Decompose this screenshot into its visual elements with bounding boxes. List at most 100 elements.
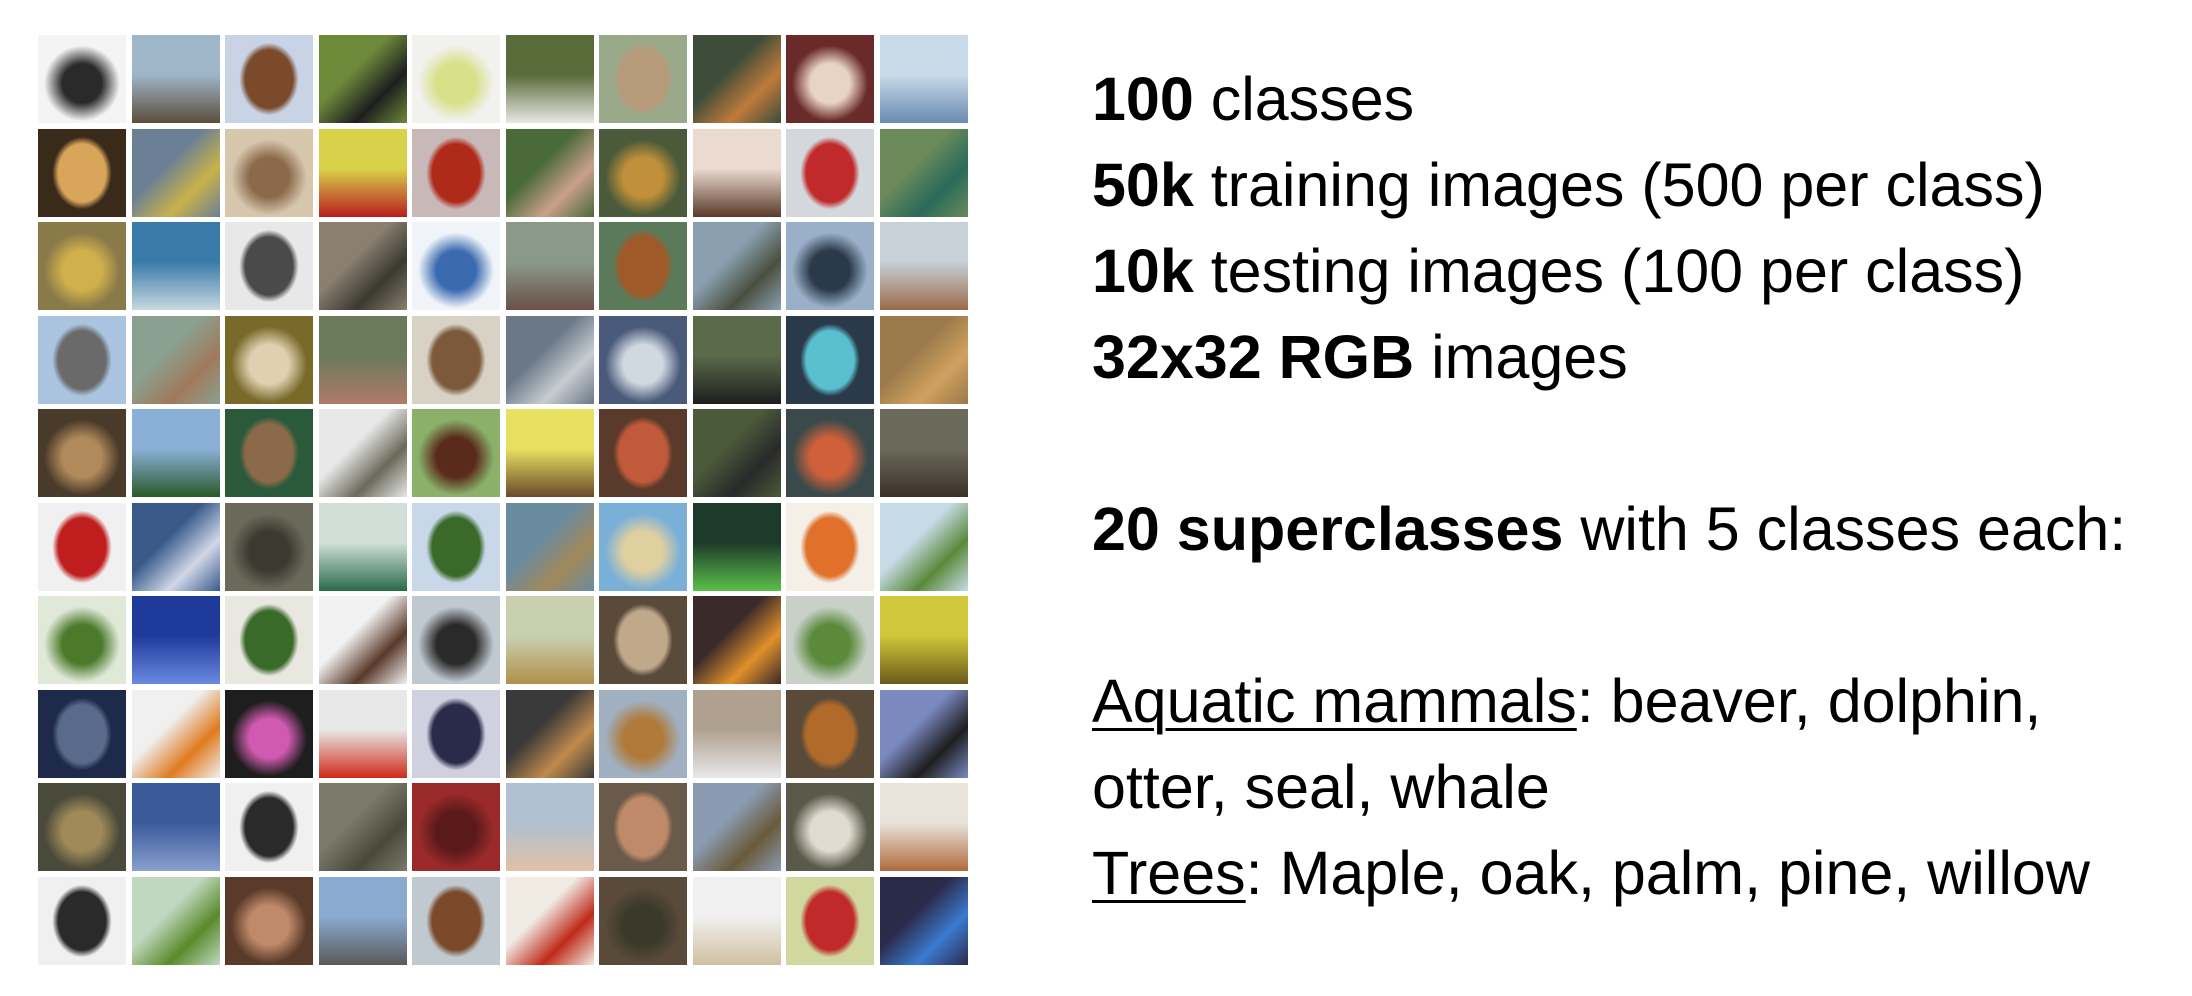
training-line: 50k training images (500 per class): [1092, 142, 2172, 228]
reflection-thumbnail: [131, 35, 220, 123]
aquatic-mammals-heading: Aquatic mammals: [1092, 667, 1577, 735]
skunk-3-thumbnail: [225, 783, 313, 871]
streetcar-thumbnail: [786, 128, 874, 217]
tree-thumbnail: [412, 502, 500, 591]
globe-monitor-thumbnail: [879, 876, 968, 965]
gorilla-thumbnail: [692, 409, 781, 497]
people-thumbnail: [505, 128, 594, 217]
classes-line: 100 classes: [1092, 56, 2172, 142]
can-thumbnail: [412, 222, 500, 310]
keyboard-thumbnail: [225, 222, 313, 310]
mushroom-thumbnail: [318, 315, 407, 404]
apples-2-thumbnail: [505, 876, 594, 965]
bed-2-thumbnail: [692, 876, 781, 965]
resolution-value: 32x32 RGB: [1092, 323, 1415, 391]
bus-thumbnail: [505, 315, 594, 404]
road-thumbnail: [38, 315, 126, 404]
baby-thumbnail: [505, 783, 594, 871]
pine-thumbnail: [131, 409, 220, 497]
sunflower-thumbnail: [879, 596, 968, 684]
oak-thumbnail: [879, 502, 968, 591]
oak-2-thumbnail: [131, 876, 220, 965]
castle-2-thumbnail: [692, 783, 781, 871]
lawnmower-thumbnail: [131, 689, 220, 778]
testing-line: 10k testing images (100 per class): [1092, 228, 2172, 314]
raccoon-thumbnail: [225, 502, 313, 591]
girl-thumbnail: [692, 128, 781, 217]
sunset-thumbnail: [38, 128, 126, 217]
testing-count: 10k: [1092, 237, 1194, 305]
television-thumbnail: [412, 315, 500, 404]
crab-thumbnail: [599, 409, 687, 497]
maple-thumbnail: [225, 596, 313, 684]
shark-thumbnail: [131, 222, 220, 310]
bowl-thumbnail: [318, 689, 407, 778]
zebra-thumbnail: [692, 315, 781, 404]
beetle-2-thumbnail: [879, 689, 968, 778]
shell-thumbnail: [505, 222, 594, 310]
kangaroo-thumbnail: [599, 35, 687, 123]
room-thumbnail: [599, 315, 687, 404]
highway-thumbnail: [318, 876, 407, 965]
skunk-thumbnail: [318, 35, 407, 123]
bottle-2-thumbnail: [412, 783, 500, 871]
superclass-count: 20 superclasses: [1092, 495, 1564, 563]
crab-2-thumbnail: [786, 502, 874, 591]
hamster-thumbnail: [505, 689, 594, 778]
bottle-thumbnail: [412, 128, 500, 217]
lizard-thumbnail: [692, 502, 781, 591]
pear-thumbnail: [225, 128, 313, 217]
pears-thumbnail: [786, 876, 874, 965]
field-thumbnail: [131, 315, 220, 404]
turtle-thumbnail: [599, 876, 687, 965]
blue-tiles-thumbnail: [131, 783, 220, 871]
class-count: 100: [1092, 65, 1194, 133]
classes-label: classes: [1193, 65, 1415, 133]
dinosaur-toy-thumbnail: [505, 409, 594, 497]
beetle-thumbnail: [225, 35, 313, 123]
hamster-2-thumbnail: [692, 689, 781, 778]
cloud-thumbnail: [131, 502, 220, 591]
tiger-thumbnail: [692, 35, 781, 123]
plate-2-thumbnail: [879, 783, 968, 871]
wolf-thumbnail: [318, 409, 407, 497]
plate-thumbnail: [786, 35, 874, 123]
plain-thumbnail: [505, 502, 594, 591]
sofa-thumbnail: [786, 783, 874, 871]
train-thumbnail: [131, 128, 220, 217]
superclass-label: with 5 classes each:: [1563, 495, 2127, 563]
wheat-thumbnail: [879, 315, 968, 404]
cockroach-thumbnail: [412, 409, 500, 497]
bed-thumbnail: [599, 596, 687, 684]
dinosaur-thumbnail: [879, 222, 968, 310]
insect-thumbnail: [786, 689, 874, 778]
leopard-2-thumbnail: [505, 596, 594, 684]
motorcycle-thumbnail: [38, 502, 126, 591]
clock-thumbnail: [38, 876, 126, 965]
chair-thumbnail: [38, 35, 126, 123]
people-2-thumbnail: [225, 876, 313, 965]
aquatic-mammals-continued: otter, seal, whale: [1092, 753, 1550, 821]
tiger-2-thumbnail: [38, 783, 126, 871]
camel-thumbnail: [412, 876, 500, 965]
fish-thumbnail: [692, 596, 781, 684]
training-count: 50k: [1092, 151, 1194, 219]
lobster-thumbnail: [786, 409, 874, 497]
aquatic-mammals-list: : beaver, dolphin,: [1576, 667, 2042, 735]
autumn-tree-thumbnail: [599, 689, 687, 778]
trees-list: : Maple, oak, palm, pine, willow: [1245, 839, 2090, 907]
bicycle-thumbnail: [318, 502, 407, 591]
flowers-thumbnail: [225, 689, 313, 778]
castle-thumbnail: [692, 222, 781, 310]
building-thumbnail: [318, 222, 407, 310]
seal-thumbnail: [412, 596, 500, 684]
apples-thumbnail: [318, 128, 407, 217]
trees-heading: Trees: [1092, 839, 1246, 907]
squirrel-thumbnail: [599, 783, 687, 871]
pear-2-thumbnail: [786, 596, 874, 684]
chimpanzee-thumbnail: [879, 409, 968, 497]
superclasses-line: 20 superclasses with 5 classes each:: [1092, 486, 2172, 572]
training-label: training images (500 per class): [1193, 151, 2045, 219]
bird-thumbnail: [599, 222, 687, 310]
palm-thumbnail: [599, 502, 687, 591]
